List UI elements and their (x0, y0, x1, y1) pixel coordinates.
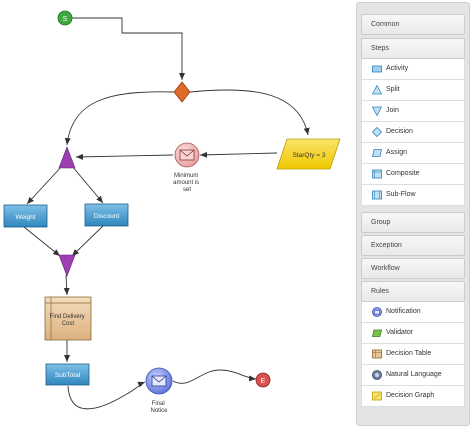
starqty-assign-node[interactable]: StarQty = 3 (276, 138, 341, 170)
toolbox-panel: Common Steps Activity Split Join Decisio… (356, 2, 470, 426)
decision-graph-icon (372, 391, 382, 401)
edge-join-to-find-delivery (63, 274, 70, 296)
natural-language-icon (372, 370, 382, 380)
edge-start-to-decision (72, 17, 185, 80)
edge-discount-to-join (71, 224, 105, 257)
rule-item-validator[interactable]: Validator (361, 323, 465, 344)
edge-final-notice-to-end (172, 369, 257, 384)
decision-icon (372, 127, 382, 137)
rule-item-label: Decision Graph (386, 392, 435, 399)
rule-item-decision-table[interactable]: Decision Table (361, 344, 465, 365)
join-icon (372, 106, 382, 116)
split-gateway[interactable] (58, 146, 76, 169)
rule-item-label: Natural Language (386, 371, 442, 378)
composite-icon (372, 169, 382, 179)
connectors (23, 17, 310, 410)
sub-flow-icon (372, 190, 382, 200)
step-item-label: Assign (386, 149, 408, 156)
step-item-label: Composite (386, 170, 420, 177)
edge-split-to-discount (71, 165, 104, 204)
workflow-diagram: S StarQty = 3 Minimum amount is set Weig… (3, 10, 341, 414)
activity-icon (372, 65, 382, 73)
min-amount-label: Minimum amount is set (173, 173, 201, 193)
decision-table-icon (372, 349, 382, 359)
rule-item-label: Notification (386, 308, 421, 315)
rule-item-label: Decision Table (386, 350, 432, 357)
assign-icon (372, 149, 382, 157)
starqty-label: StarQty = 3 (292, 152, 325, 159)
group-common[interactable]: Common (361, 14, 465, 35)
edge-min-amount-to-split (75, 153, 174, 160)
step-item-assign[interactable]: Assign (361, 143, 465, 164)
group-workflow[interactable]: Workflow (361, 258, 465, 279)
start-event[interactable]: S (57, 10, 73, 26)
group-rules[interactable]: Rules (361, 281, 465, 302)
decision-node[interactable] (173, 81, 191, 103)
envelope-icon (151, 375, 167, 387)
group-exception[interactable]: Exception (361, 235, 465, 256)
edge-split-to-weight (26, 165, 63, 205)
weight-label: Weight (15, 214, 35, 221)
final-notice-label: Final Notice (150, 401, 168, 414)
end-event[interactable]: E (255, 372, 271, 388)
split-icon (372, 85, 382, 95)
find-delivery-label: Find Delivery Cost (50, 314, 87, 327)
step-item-label: Sub-Flow (386, 191, 416, 198)
rule-item-label: Validator (386, 329, 414, 336)
edge-subtotal-to-final-notice (67, 381, 146, 410)
step-item-composite[interactable]: Composite (361, 164, 465, 185)
validator-icon (372, 329, 382, 337)
workflow-canvas[interactable]: S StarQty = 3 Minimum amount is set Weig… (0, 0, 352, 431)
envelope-icon (179, 149, 195, 161)
edge-decision-to-split (64, 91, 175, 146)
group-steps[interactable]: Steps (361, 38, 465, 59)
notification-icon (372, 307, 382, 317)
step-item-sub-flow[interactable]: Sub-Flow (361, 185, 465, 206)
edge-starqty-to-min-amount (199, 151, 278, 158)
step-item-decision[interactable]: Decision (361, 122, 465, 143)
subtotal-activity[interactable]: SubTotal (45, 363, 90, 386)
group-group[interactable]: Group (361, 212, 465, 233)
end-label: E (261, 378, 266, 385)
step-item-split[interactable]: Split (361, 80, 465, 101)
step-item-label: Join (386, 107, 399, 114)
step-item-label: Decision (386, 128, 413, 135)
edge-weight-to-join (23, 226, 61, 257)
discount-label: Discount (94, 213, 119, 220)
step-item-label: Activity (386, 65, 409, 72)
edge-decision-to-starqty (189, 89, 310, 136)
step-item-join[interactable]: Join (361, 101, 465, 122)
discount-activity[interactable]: Discount (84, 203, 129, 227)
rule-item-natural-language[interactable]: Natural Language (361, 365, 465, 386)
find-delivery-cost-composite[interactable]: Find Delivery Cost (44, 296, 92, 341)
rule-item-decision-graph[interactable]: Decision Graph (361, 386, 465, 407)
rule-item-notification[interactable]: Notification (361, 302, 465, 323)
join-gateway[interactable] (58, 254, 76, 277)
step-item-label: Split (386, 86, 400, 93)
start-label: S (63, 16, 68, 23)
weight-activity[interactable]: Weight (3, 204, 48, 228)
subtotal-label: SubTotal (55, 372, 81, 379)
min-amount-notification[interactable]: Minimum amount is set (173, 142, 201, 193)
final-notice-notification[interactable]: Final Notice (145, 367, 173, 414)
step-item-activity[interactable]: Activity (361, 59, 465, 80)
